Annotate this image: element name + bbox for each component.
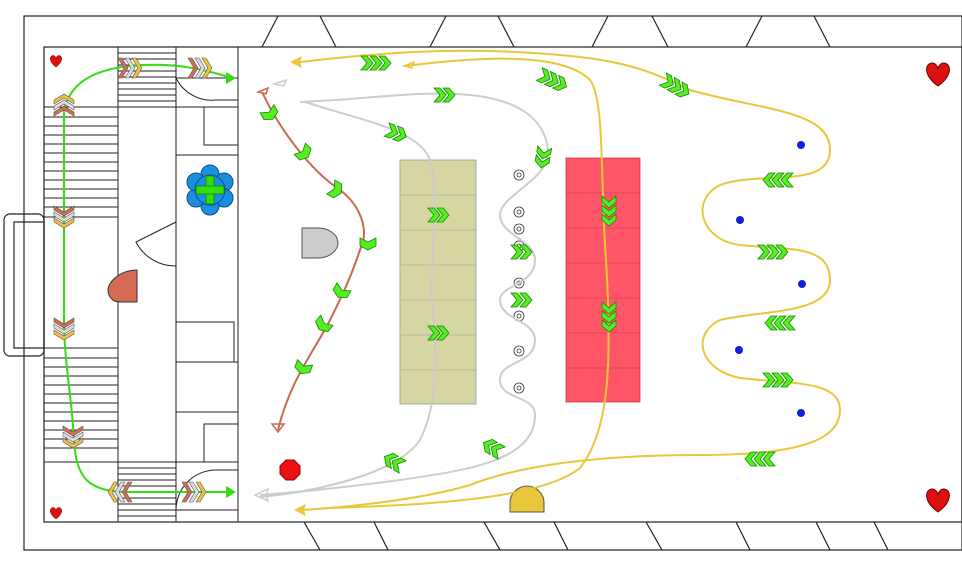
heart-icon: [926, 488, 950, 513]
brown-route: [261, 91, 365, 431]
green-route: [63, 63, 233, 493]
half-disc-icon: [107, 269, 138, 303]
staircase-bottom-left: [43, 347, 119, 463]
gray-route-secondary: [259, 101, 437, 498]
heart-icon: [50, 507, 62, 520]
yellow-route-secondary: [329, 57, 610, 509]
route-chevrons: [259, 55, 796, 474]
olive-zone: [399, 159, 477, 405]
half-disc-icon: [301, 227, 339, 259]
gray-route: [259, 92, 550, 496]
staircase-top-left: [43, 106, 119, 218]
blue-dot-markers: [735, 141, 806, 417]
left-wing-structure: [43, 46, 239, 523]
heart-icon: [926, 62, 950, 87]
arrowhead-icon: [226, 56, 416, 516]
medical-cross-icon: [186, 164, 234, 216]
heart-icon: [50, 55, 62, 68]
octagon-marker-icon: [279, 459, 301, 481]
